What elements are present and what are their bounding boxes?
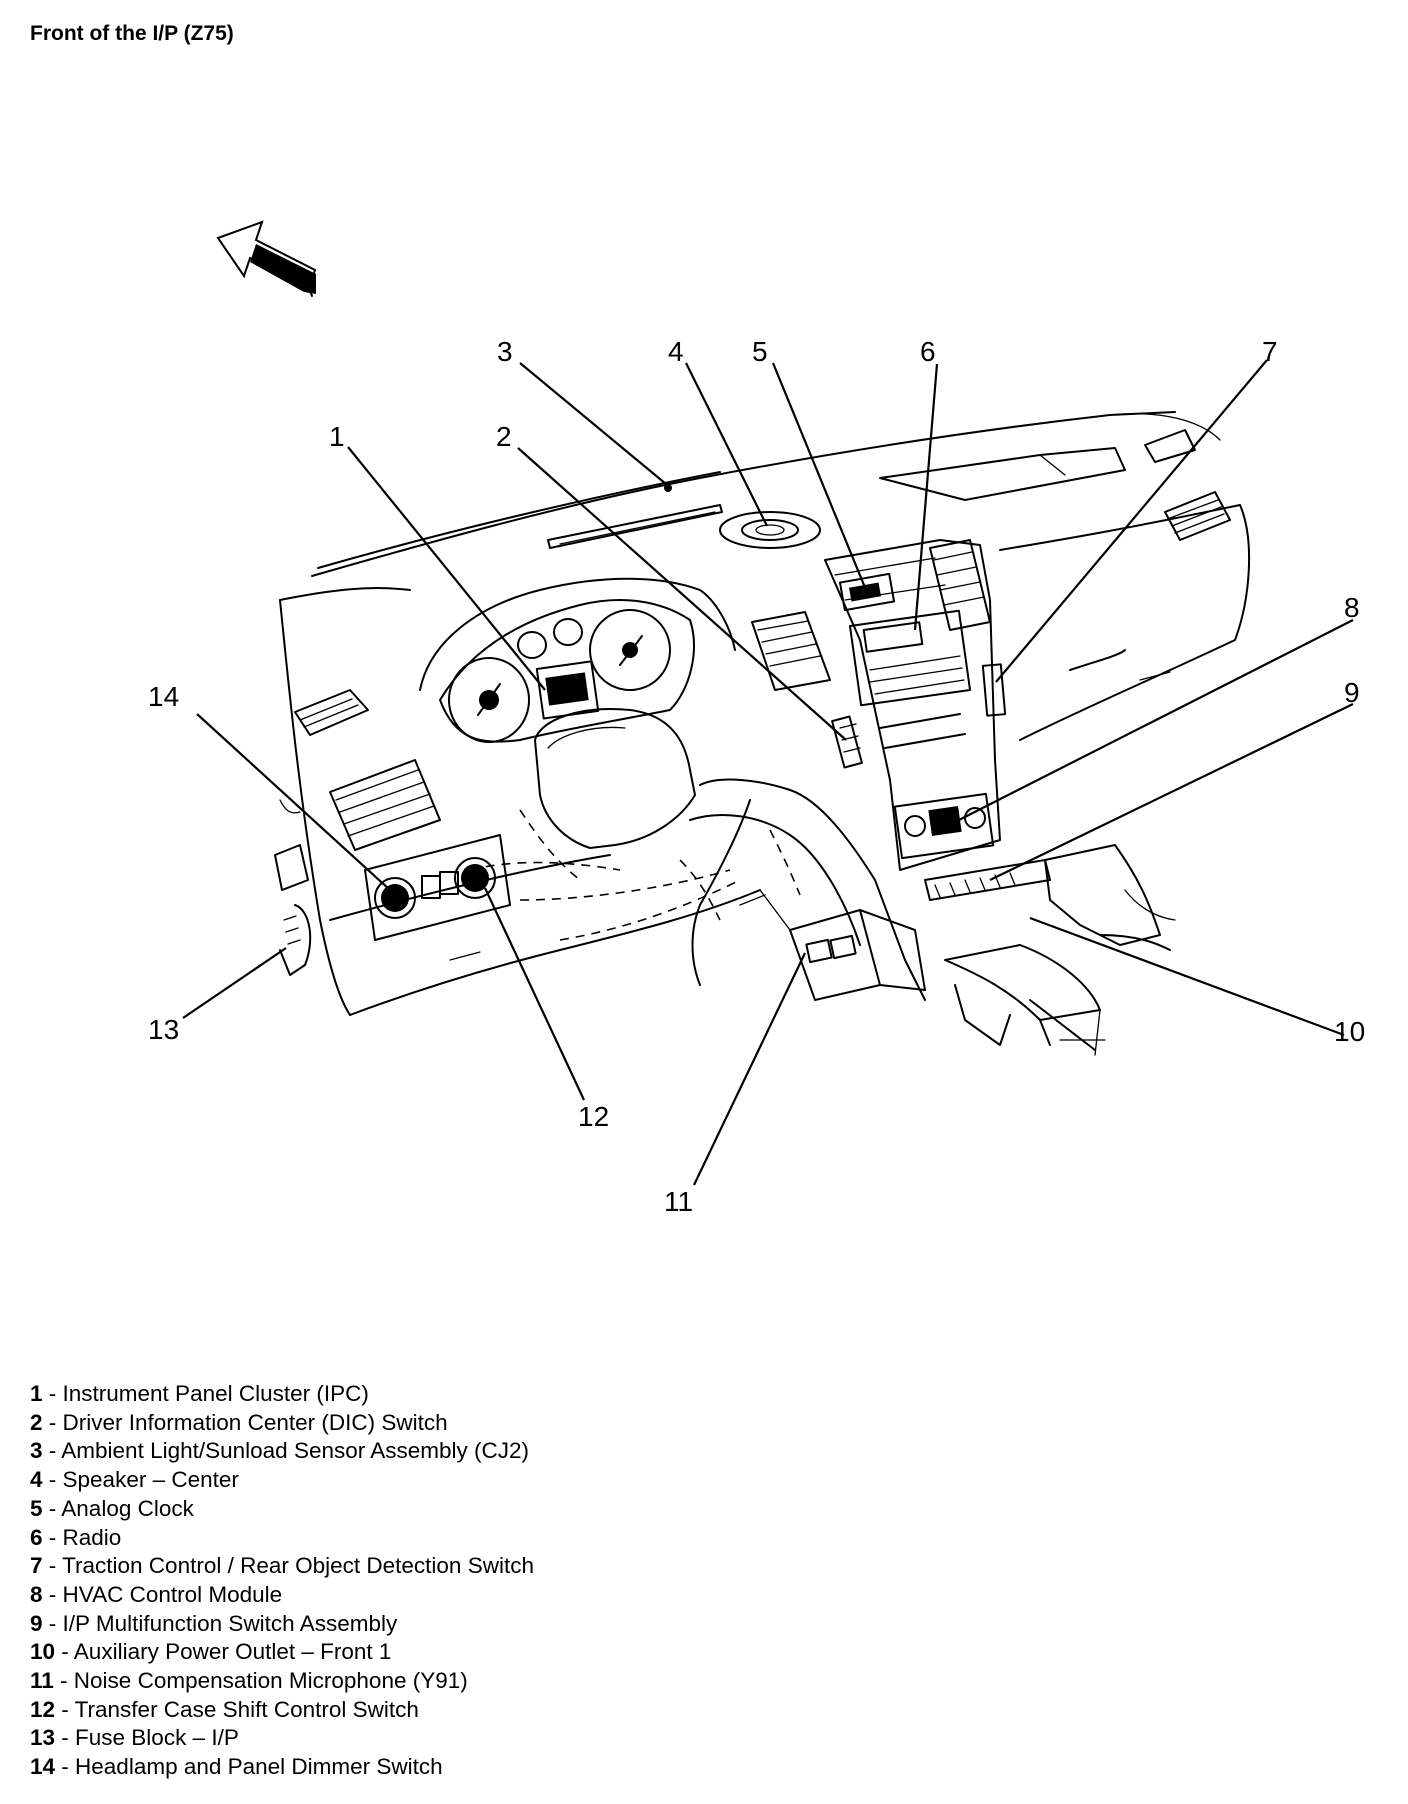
callout-12: 12 xyxy=(578,1101,609,1132)
leader-line-10 xyxy=(1029,916,1345,1037)
callout-4: 4 xyxy=(668,336,684,367)
legend-item: 4 - Speaker – Center xyxy=(30,1467,239,1493)
legend-item: 9 - I/P Multifunction Switch Assembly xyxy=(30,1610,398,1636)
leader-line-7 xyxy=(995,359,1268,683)
callout-numbers: 1 2 3 4 5 6 7 8 9 10 11 12 13 14 xyxy=(148,336,1365,1217)
leader-line-12 xyxy=(484,887,585,1101)
leader-line-13 xyxy=(182,947,287,1019)
legend-item: 10 - Auxiliary Power Outlet – Front 1 xyxy=(30,1639,392,1665)
legend-item: 8 - HVAC Control Module xyxy=(30,1581,283,1607)
legend-item: 11 - Noise Compensation Microphone (Y91) xyxy=(30,1668,468,1694)
callout-9: 9 xyxy=(1344,677,1360,708)
leader-line-6 xyxy=(913,363,939,631)
front-direction-arrow-icon xyxy=(216,220,317,297)
callout-1: 1 xyxy=(329,421,345,452)
legend: 1 - Instrument Panel Cluster (IPC) 2 - D… xyxy=(30,1380,534,1782)
legend-item: 2 - Driver Information Center (DIC) Swit… xyxy=(30,1409,448,1435)
callout-8: 8 xyxy=(1344,592,1360,623)
dashboard-illustration xyxy=(274,411,1251,1056)
callout-13: 13 xyxy=(148,1014,179,1045)
leader-line-4 xyxy=(685,362,768,527)
leader-line-3 xyxy=(519,362,667,485)
callout-6: 6 xyxy=(920,336,936,367)
callout-14: 14 xyxy=(148,681,179,712)
page-title: Front of the I/P (Z75) xyxy=(30,22,234,45)
leader-line-8 xyxy=(954,619,1354,823)
leader-line-5 xyxy=(771,362,868,591)
callout-11: 11 xyxy=(664,1186,693,1217)
legend-item: 7 - Traction Control / Rear Object Detec… xyxy=(30,1553,534,1579)
callout-10: 10 xyxy=(1334,1016,1365,1047)
callout-3: 3 xyxy=(497,336,513,367)
legend-item: 3 - Ambient Light/Sunload Sensor Assembl… xyxy=(30,1438,530,1464)
legend-item: 5 - Analog Clock xyxy=(30,1495,194,1521)
leader-line-1 xyxy=(347,446,546,691)
legend-item: 1 - Instrument Panel Cluster (IPC) xyxy=(30,1381,369,1406)
leader-lines xyxy=(182,359,1354,1186)
legend-item: 13 - Fuse Block – I/P xyxy=(30,1725,239,1751)
legend-item: 6 - Radio xyxy=(30,1524,122,1550)
leader-line-9 xyxy=(989,703,1354,881)
leader-line-2 xyxy=(517,447,847,741)
callout-2: 2 xyxy=(496,421,512,452)
legend-item: 12 - Transfer Case Shift Control Switch xyxy=(30,1696,419,1722)
callout-5: 5 xyxy=(752,336,768,367)
legend-item: 14 - Headlamp and Panel Dimmer Switch xyxy=(30,1754,443,1780)
leader-line-11 xyxy=(693,952,806,1186)
callout-7: 7 xyxy=(1262,336,1278,367)
leader-line-14 xyxy=(196,713,391,891)
